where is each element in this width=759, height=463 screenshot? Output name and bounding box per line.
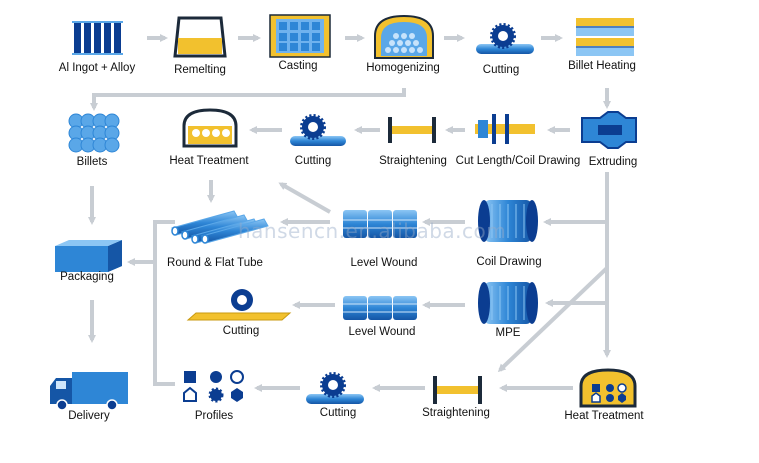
arrow-homogenizing-billets [94,88,404,108]
watermark: hansencn.en.alibaba.com [238,219,506,243]
label-packaging: Packaging [60,271,114,284]
billet-heating-icon [576,18,634,56]
homogenizing-oven-icon [375,16,433,58]
label-delivery: Delivery [68,410,110,423]
cut-length-icon [475,114,535,144]
label-cutting-2: Cutting [295,155,331,168]
label-cut-length: Cut Length/Coil Drawing [456,155,581,168]
mpe-drum-icon [478,282,538,324]
label-coil-drawing: Coil Drawing [476,256,541,269]
straightening-icon [388,117,436,143]
extruder-icon [582,112,636,148]
label-ingot: Al Ingot + Alloy [59,62,135,75]
label-mpe: MPE [496,327,521,340]
cutting-saw-icon-3 [306,374,364,404]
profiles-shapes-icon [184,371,243,402]
heat-treatment-oven-icon [184,110,236,146]
casting-mold-icon [270,15,330,57]
label-cutting-1: Cutting [483,64,519,77]
label-remelting: Remelting [174,64,226,77]
label-level-wound-2: Level Wound [349,326,416,339]
label-casting: Casting [279,60,318,73]
label-heat-treatment-1: Heat Treatment [169,155,248,168]
label-extruding: Extruding [589,156,638,169]
furnace-icon [175,18,225,56]
label-cutting-3: Cutting [223,325,259,338]
label-heat-treatment-2: Heat Treatment [564,410,643,423]
ingot-icon [72,22,123,54]
packaging-box-icon [55,240,122,272]
arrow-levelwound-cutting2 [281,184,330,212]
label-homogenizing: Homogenizing [366,62,440,75]
billets-stack-icon [69,114,119,152]
label-profiles: Profiles [195,410,233,423]
label-cutting-4: Cutting [320,407,356,420]
straightening-icon-2 [433,376,482,404]
heat-treatment-oven-icon-2 [581,370,635,406]
label-billet-heating: Billet Heating [568,60,636,73]
cutting-saw-icon [476,25,534,54]
label-level-wound-1: Level Wound [351,257,418,270]
label-straightening-1: Straightening [379,155,447,168]
cutting-saw-icon-2 [290,116,346,146]
label-straightening-2: Straightening [422,407,490,420]
label-billets: Billets [77,156,108,169]
delivery-truck-icon [50,372,128,410]
arrow-bracket-packaging [155,222,175,384]
label-tube: Round & Flat Tube [167,257,263,270]
cutting-sheet-icon [188,289,290,320]
level-wound-coils-icon-2 [343,296,417,320]
